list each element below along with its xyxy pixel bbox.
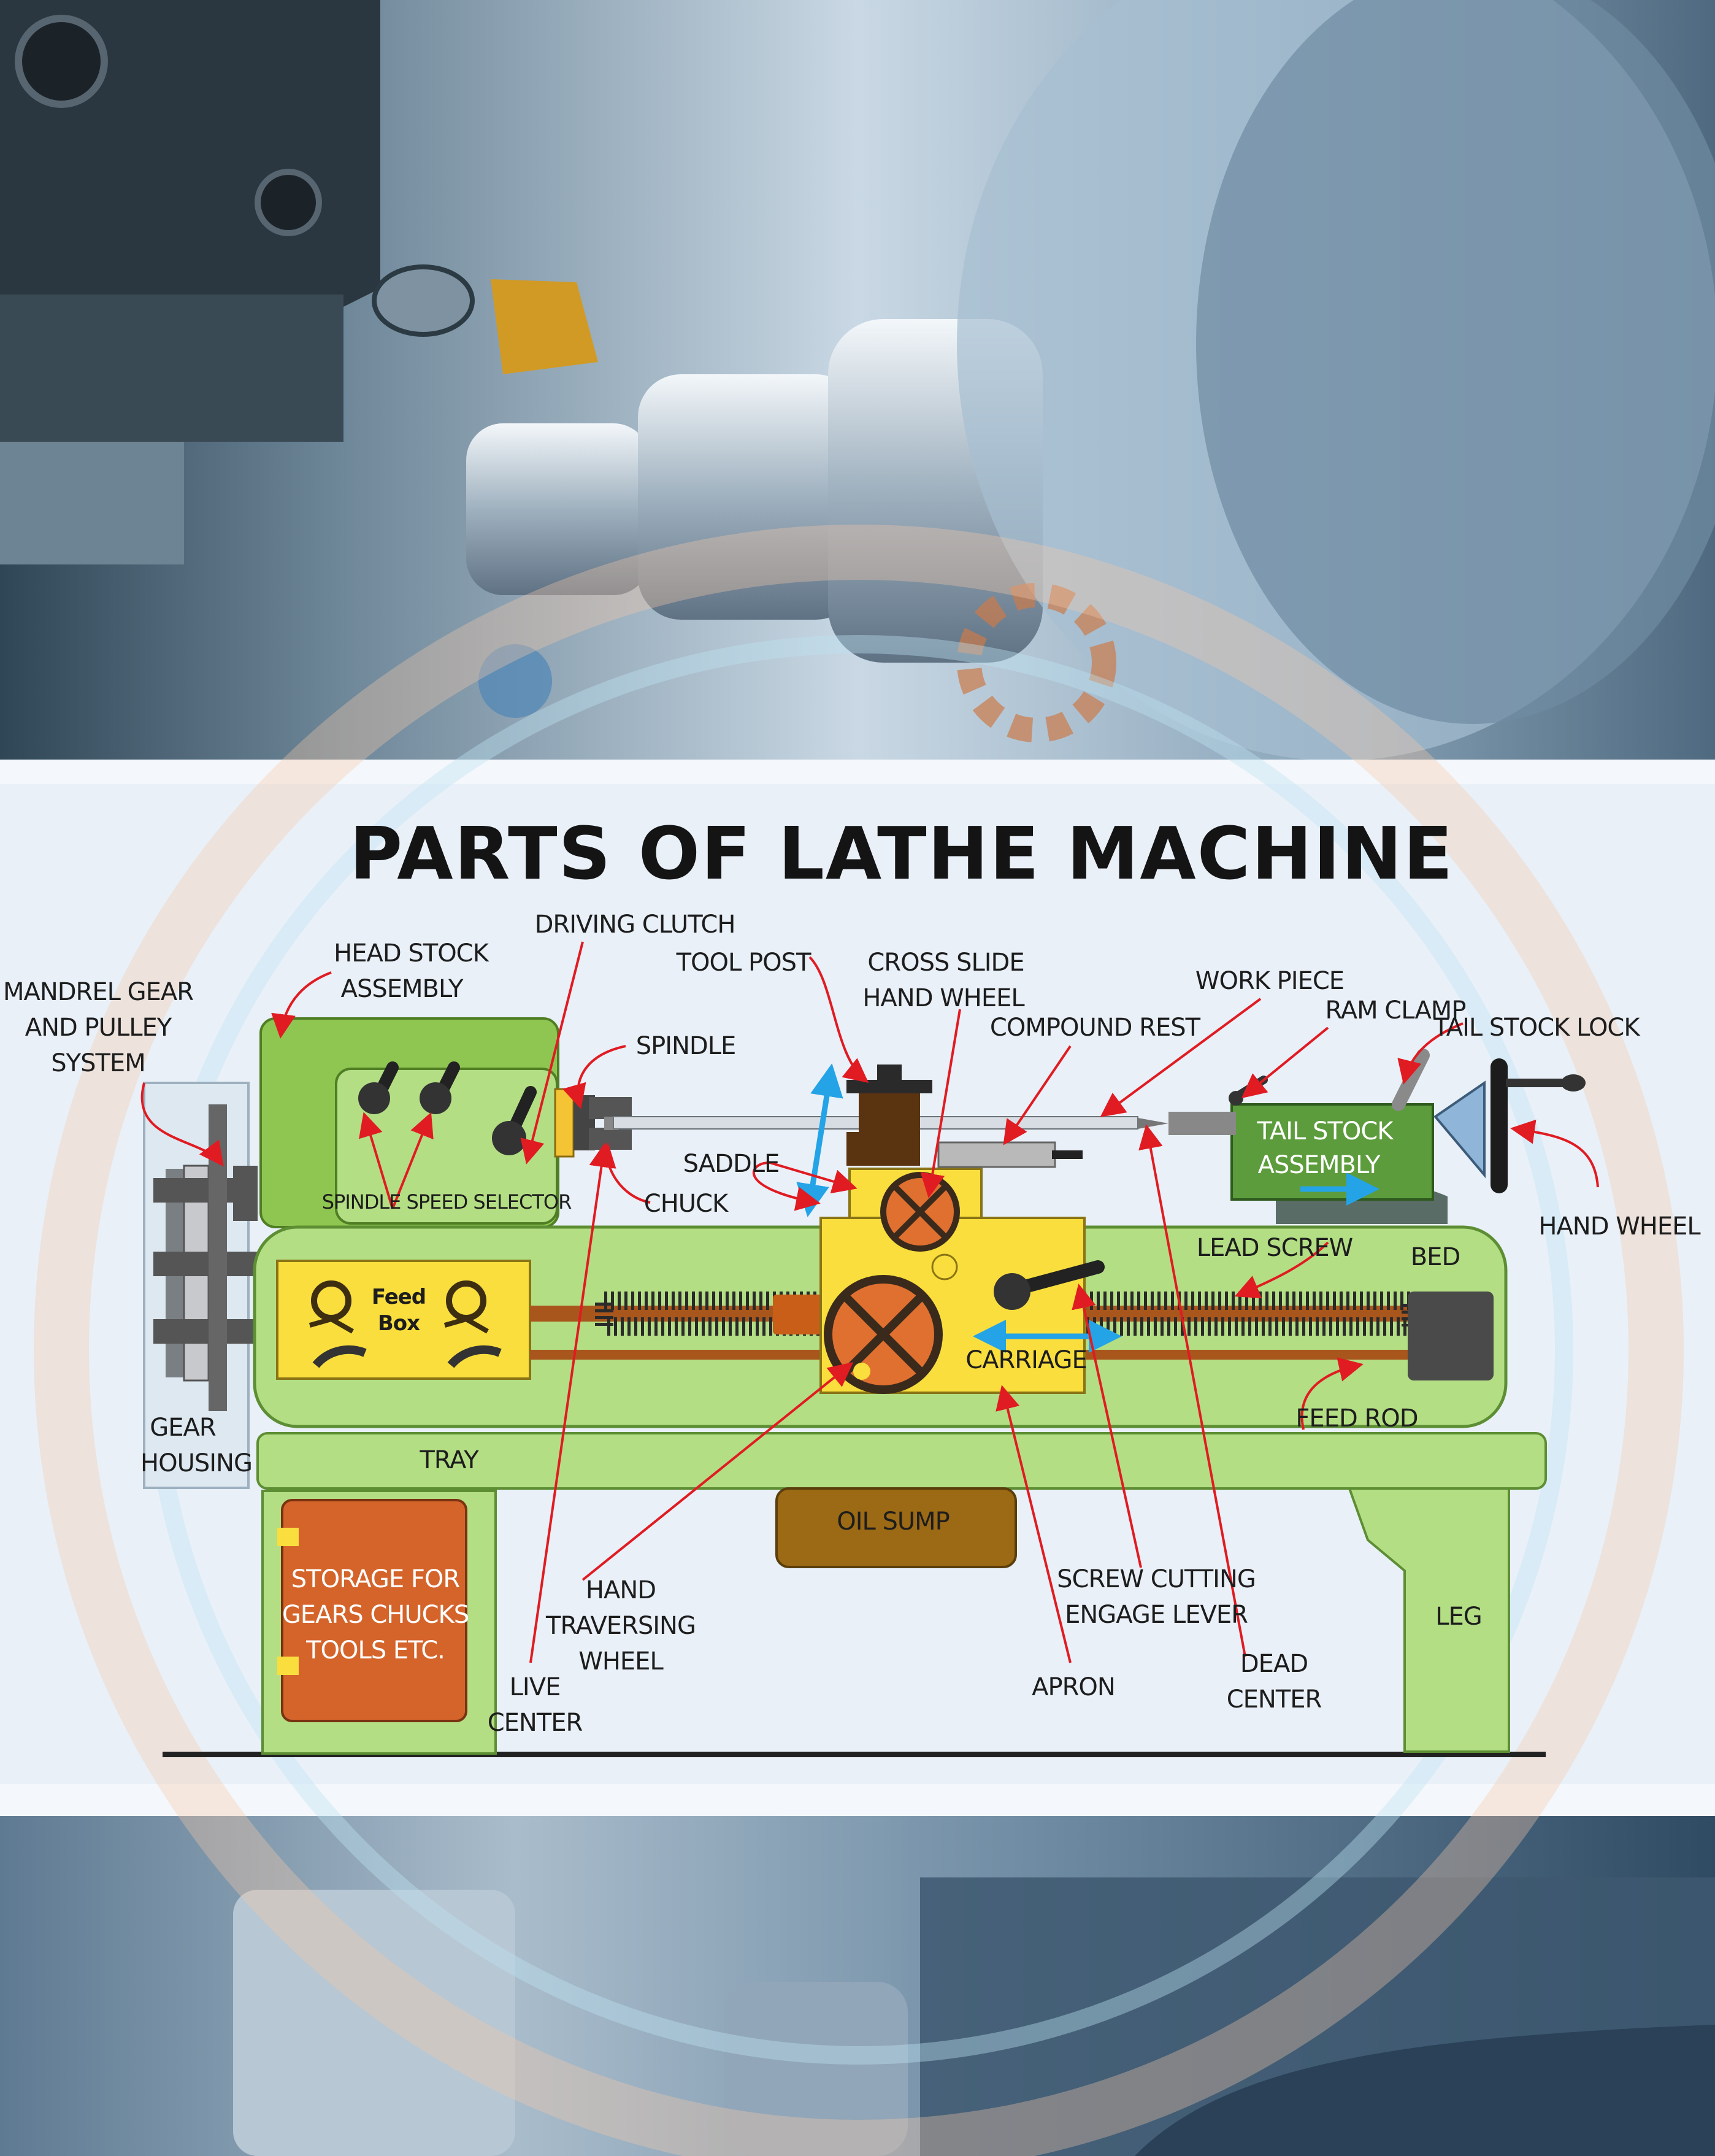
label-storage-3: TOOLS ETC.	[305, 1636, 445, 1665]
label-driving-clutch: DRIVING CLUTCH	[535, 911, 735, 939]
chuck-upper-jaw	[589, 1097, 632, 1119]
label-spindle-speed-selector: SPINDLE SPEED SELECTOR	[322, 1190, 572, 1214]
cross-slide-hand-wheel	[880, 1172, 960, 1252]
label-saddle: SADDLE	[683, 1150, 780, 1178]
label-gear-housing-1: GEAR	[150, 1414, 216, 1442]
label-apron: APRON	[1032, 1673, 1115, 1701]
pointer-tail-stock-lock	[1397, 1022, 1464, 1085]
tail-stock-hand-wheel	[1491, 1058, 1586, 1193]
label-carriage: CARRIAGE	[965, 1346, 1087, 1374]
feed-box-levers	[309, 1280, 502, 1368]
pointer-mandrel-gear	[140, 1082, 224, 1167]
label-storage-2: GEARS CHUCKS	[282, 1601, 469, 1629]
pointer-hand-traversing	[581, 1361, 854, 1581]
pointer-feed-rod	[1300, 1357, 1364, 1430]
label-mandrel-gear-3: SYSTEM	[51, 1049, 145, 1077]
label-gear-housing-2: HOUSING	[140, 1449, 252, 1477]
label-tray: TRAY	[419, 1446, 479, 1474]
storage-door	[281, 1499, 467, 1722]
compound-rest-base	[846, 1132, 920, 1166]
end-bracket	[1408, 1292, 1494, 1380]
label-storage-1: STORAGE FOR	[291, 1565, 460, 1593]
part-labels: MANDREL GEAR AND PULLEY SYSTEM HEAD STOC…	[3, 911, 1702, 1737]
oil-sump	[775, 1487, 1017, 1568]
pointer-saddle	[752, 1161, 821, 1211]
label-cross-slide-2: HAND WHEEL	[862, 984, 1025, 1012]
label-hand-traversing-2: TRAVERSING	[545, 1612, 696, 1640]
label-oil-sump: OIL SUMP	[837, 1507, 950, 1536]
compound-rest	[937, 1141, 1056, 1168]
hand-traversing-wheel	[824, 1275, 943, 1394]
label-screw-cutting-2: ENGAGE LEVER	[1065, 1601, 1248, 1629]
screw-cutting-engage-lever	[994, 1260, 1105, 1310]
bottom-photo-band	[0, 1816, 1715, 2156]
label-mandrel-gear-2: AND PULLEY	[25, 1014, 172, 1042]
pointer-live-center	[529, 1142, 614, 1663]
pointer-saddle-2	[769, 1161, 858, 1194]
label-head-stock-1: HEAD STOCK	[334, 939, 489, 968]
label-bed: BED	[1411, 1243, 1460, 1271]
label-cross-slide-1: CROSS SLIDE	[867, 949, 1024, 977]
pointer-tool-post	[808, 956, 869, 1084]
label-compound-rest: COMPOUND REST	[990, 1014, 1201, 1042]
label-hand-wheel: HAND WHEEL	[1538, 1212, 1701, 1241]
tool-post	[859, 1092, 920, 1132]
label-head-stock-2: ASSEMBLY	[341, 975, 464, 1003]
label-tool-post: TOOL POST	[676, 949, 811, 977]
label-live-center-2: CENTER	[488, 1709, 583, 1737]
label-leg: LEG	[1435, 1603, 1482, 1631]
label-mandrel-gear-1: MANDREL GEAR	[3, 978, 193, 1006]
pointer-speed-selector-1	[359, 1112, 394, 1209]
pointer-speed-selector-2	[391, 1112, 434, 1209]
pointer-dead-center	[1138, 1124, 1246, 1657]
pointer-ram-clamp	[1241, 1026, 1329, 1099]
label-screw-cutting-1: SCREW CUTTING	[1057, 1565, 1256, 1593]
label-tail-stock-assembly-2: ASSEMBLY	[1258, 1151, 1381, 1179]
label-tail-stock-assembly-1: TAIL STOCK	[1257, 1117, 1395, 1145]
pointer-driving-clutch	[520, 941, 584, 1165]
label-ram-clamp: RAM CLAMP	[1326, 996, 1466, 1025]
label-hand-traversing-1: HAND	[586, 1576, 656, 1604]
label-hand-traversing-3: WHEEL	[578, 1647, 664, 1676]
pointer-lines	[140, 941, 1599, 1663]
speed-selector-levers	[358, 1061, 537, 1155]
label-work-piece: WORK PIECE	[1195, 967, 1344, 995]
top-photo-band	[0, 0, 1715, 761]
right-leg	[1348, 1487, 1510, 1753]
chuck-lower-jaw	[589, 1128, 632, 1150]
pointer-hand-wheel	[1510, 1119, 1599, 1188]
feed-box-label-line-2: Box	[378, 1311, 420, 1336]
pointer-head-stock	[271, 971, 332, 1039]
label-dead-center-2: CENTER	[1227, 1685, 1322, 1714]
pointer-screw-cutting	[1072, 1284, 1142, 1568]
pointer-lead-screw	[1234, 1241, 1329, 1299]
label-feed-rod: FEED ROD	[1295, 1404, 1418, 1433]
label-spindle: SPINDLE	[636, 1032, 736, 1060]
pointer-apron	[996, 1385, 1072, 1663]
pointer-work-piece	[1100, 998, 1262, 1117]
pointer-spindle	[562, 1045, 626, 1109]
spindle	[554, 1088, 575, 1158]
page-title: PARTS OF LATHE MACHINE	[350, 811, 1454, 896]
label-tail-stock-lock: TAIL STOCK LOCK	[1433, 1014, 1641, 1042]
tail-stock-ram	[1168, 1112, 1236, 1135]
pointer-compound-rest	[1003, 1045, 1072, 1145]
tail-stock-assembly	[1230, 1103, 1434, 1201]
gear-train	[153, 1104, 258, 1411]
label-live-center-1: LIVE	[510, 1673, 561, 1701]
feed-box-label-line-1: Feed	[372, 1285, 426, 1309]
label-dead-center-1: DEAD	[1240, 1650, 1308, 1678]
ground-line	[163, 1752, 1546, 1757]
label-lead-screw: LEAD SCREW	[1197, 1234, 1353, 1262]
label-chuck: CHUCK	[644, 1190, 729, 1218]
pointer-cross-slide	[920, 1009, 961, 1198]
